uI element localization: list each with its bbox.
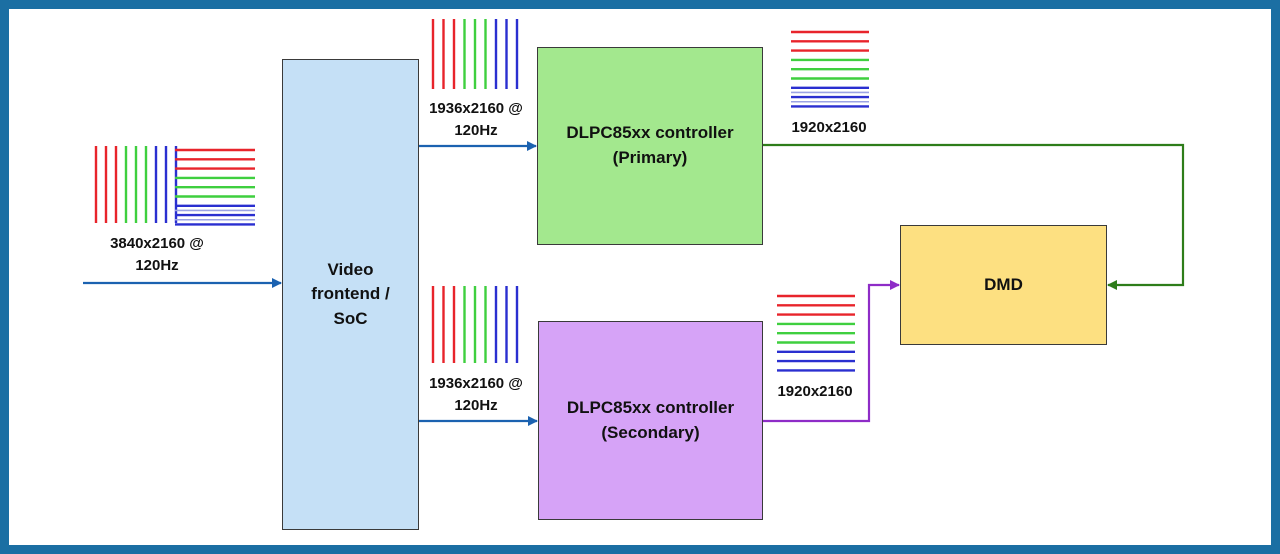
primary-input-resolution-label: 1936x2160 @ 120Hz (429, 100, 523, 139)
input-resolution-label: 3840x2160 @ 120Hz (110, 235, 204, 274)
half-frame-pattern-primary-icon (431, 19, 519, 89)
primary-controller-label: DLPC85xx controller (Primary) (566, 123, 734, 167)
dmd-label: DMD (984, 274, 1023, 294)
secondary-input-resolution-label: 1936x2160 @ 120Hz (429, 375, 523, 414)
primary-output-resolution-label: 1920x2160 (791, 119, 867, 136)
video-frontend-soc-block: Video frontend / SoC (282, 59, 419, 530)
input-frame-pattern-icon (94, 146, 255, 226)
secondary-output-pattern-icon (777, 294, 855, 372)
secondary-controller-label: DLPC85xx controller (Secondary) (566, 397, 735, 442)
dmd-block: DMD (900, 225, 1107, 345)
primary-to-dmd-link (763, 143, 1185, 290)
connections-layer (83, 19, 1185, 426)
soc-label: Video frontend / SoC (311, 259, 390, 328)
secondary-controller-block: DLPC85xx controller (Secondary) (538, 321, 763, 520)
secondary-to-dmd-link (763, 280, 900, 423)
diagram-canvas: Video frontend / SoC DLPC85xx controller… (9, 9, 1271, 545)
half-frame-pattern-secondary-icon (431, 286, 519, 363)
primary-output-pattern-icon (791, 30, 869, 108)
secondary-output-resolution-label: 1920x2160 (777, 383, 853, 400)
primary-controller-block: DLPC85xx controller (Primary) (537, 47, 763, 245)
